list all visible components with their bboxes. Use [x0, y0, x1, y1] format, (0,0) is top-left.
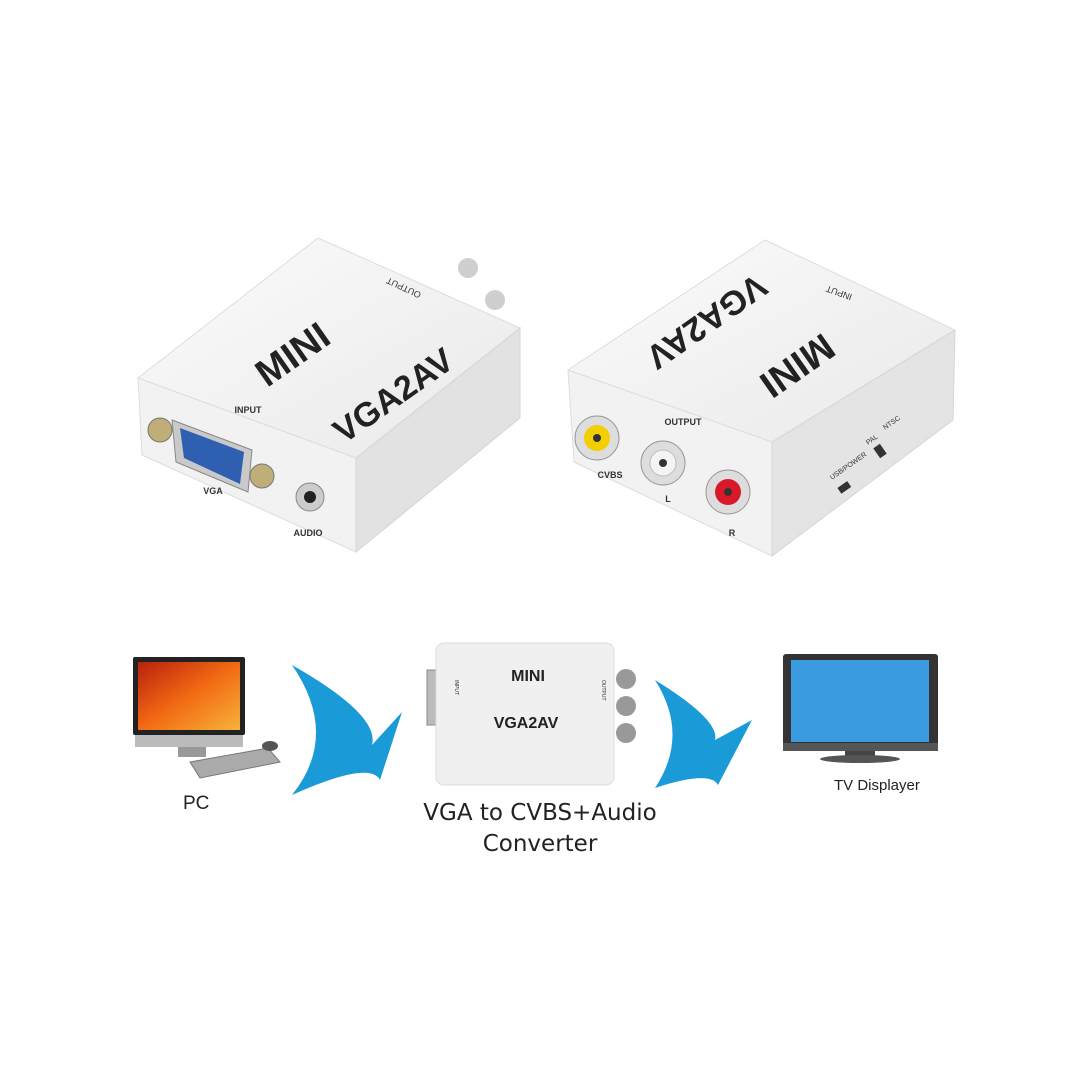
cvbs-label: CVBS: [597, 470, 622, 480]
small-input-label: INPUT: [453, 680, 459, 695]
pal-ntsc-switch: [873, 443, 887, 459]
tv-icon: [783, 654, 938, 763]
rca-port-icon: [485, 290, 505, 310]
left-input-label: INPUT: [235, 405, 263, 415]
l-rca-port-icon: [640, 440, 686, 486]
pc-label: PC: [183, 793, 210, 814]
l-label: L: [665, 494, 671, 504]
arrow-right-icon: [292, 665, 402, 795]
audio-jack-icon: [295, 482, 325, 512]
caption-line-1: VGA to CVBS+Audio: [423, 800, 657, 826]
usb-port-icon: [837, 481, 852, 494]
r-rca-port-icon: [705, 469, 751, 515]
left-converter-box: MINI VGA2AV OUTPUT INPUT VGA AUDIO: [136, 237, 521, 554]
pc-icon: [133, 657, 281, 779]
r-label: R: [729, 528, 736, 538]
vga-port-icon: [147, 417, 275, 493]
tv-label: TV Displayer: [834, 777, 920, 794]
rca-port-icon: [458, 258, 478, 278]
small-converter-icon: MINI VGA2AV INPUT OUTPUT: [426, 642, 636, 786]
caption-line-2: Converter: [482, 831, 598, 857]
audio-label: AUDIO: [294, 528, 323, 538]
small-model-text: VGA2AV: [494, 715, 559, 732]
cvbs-rca-port-icon: [574, 415, 620, 461]
converter-caption: VGA to CVBS+Audio Converter: [380, 798, 700, 860]
small-mini-text: MINI: [511, 668, 545, 685]
right-output-label: OUTPUT: [665, 417, 703, 427]
small-output-label: OUTPUT: [600, 680, 606, 701]
vga-label: VGA: [203, 486, 223, 496]
right-converter-box: VGA2AV MINI INPUT OUTPUT CVBS L R USB/PO…: [566, 239, 957, 558]
arrow-right-icon: [655, 680, 752, 788]
